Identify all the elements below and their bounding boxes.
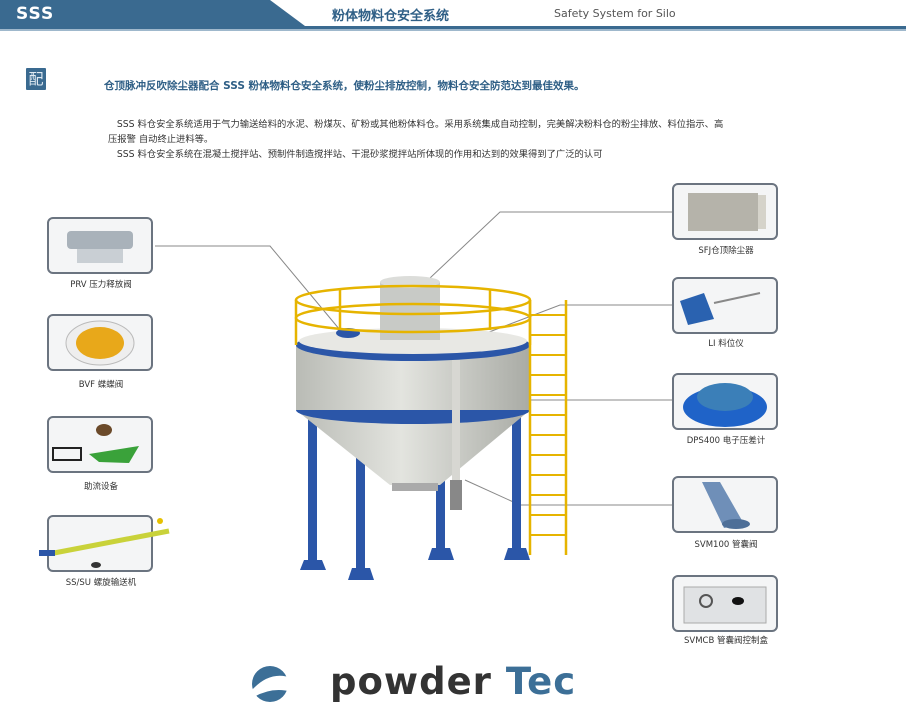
component-dps400	[672, 373, 778, 430]
header-band	[0, 0, 906, 31]
paragraph: SSS 料仓安全系统在混凝土搅拌站、预制件制造搅拌站、干混砂浆搅拌站所体现的作用…	[108, 147, 728, 162]
logo-word-tec: Tec	[505, 660, 577, 703]
powder-tec-logo-icon	[252, 666, 292, 702]
pressure-gauge-icon	[683, 383, 767, 427]
component-label: PRV 压力释放阀	[70, 280, 132, 290]
component-label: DPS400 电子压差计	[686, 436, 766, 446]
headline: 仓顶脉冲反吹除尘器配合 SSS 粉体物料仓安全系统，使粉尘排放控制，物料仓安全防…	[104, 80, 585, 92]
paragraph-text: SSS 料仓安全系统适用于气力输送给料的水泥、粉煤灰、矿粉或其他粉体料仓。采用系…	[108, 119, 724, 145]
component-label: SVMCB 管囊阀控制盒	[683, 636, 768, 646]
component-label: 助流设备	[83, 482, 118, 492]
component-label: BVF 蝶蝶阀	[78, 380, 124, 390]
flow-aid-device-icon	[52, 424, 139, 463]
pressure-relief-valve-icon	[67, 231, 133, 263]
component-svmcb	[672, 575, 778, 632]
control-box-icon	[683, 586, 767, 624]
page-subtitle: Safety System for Silo	[554, 7, 676, 20]
section-icon: 配	[26, 68, 46, 90]
paragraph-text: SSS 料仓安全系统在混凝土搅拌站、预制件制造搅拌站、干混砂浆搅拌站所体现的作用…	[116, 149, 603, 160]
level-indicator-icon	[680, 292, 761, 325]
paragraph: SSS 料仓安全系统适用于气力输送给料的水泥、粉煤灰、矿粉或其他粉体料仓。采用系…	[108, 117, 728, 147]
component-svm100	[672, 476, 778, 533]
butterfly-valve-icon	[65, 320, 135, 366]
component-li	[672, 277, 778, 334]
component-label: SFJ仓顶除尘器	[698, 246, 754, 256]
logo-word-powder: powder	[330, 660, 492, 703]
component-sfj	[672, 183, 778, 240]
screw-conveyor-icon	[39, 518, 170, 568]
intro-text: SSS 料仓安全系统适用于气力输送给料的水泥、粉煤灰、矿粉或其他粉体料仓。采用系…	[108, 117, 728, 162]
component-label: SS/SU 螺旋输送机	[65, 578, 137, 588]
dust-collector-icon	[688, 193, 766, 231]
powder-tec-logo: powder Tec	[330, 660, 576, 703]
component-flow-aid	[47, 416, 153, 473]
pinch-valve-icon	[702, 482, 750, 529]
component-label: SVM100 管囊阀	[694, 540, 758, 550]
component-bvf	[47, 314, 153, 371]
component-prv	[47, 217, 153, 274]
component-screw-conveyor	[39, 515, 170, 572]
component-label: LI 料位仪	[708, 339, 744, 349]
page-title: 粉体物料仓安全系统	[332, 9, 450, 24]
brand-title: SSS	[16, 4, 55, 24]
